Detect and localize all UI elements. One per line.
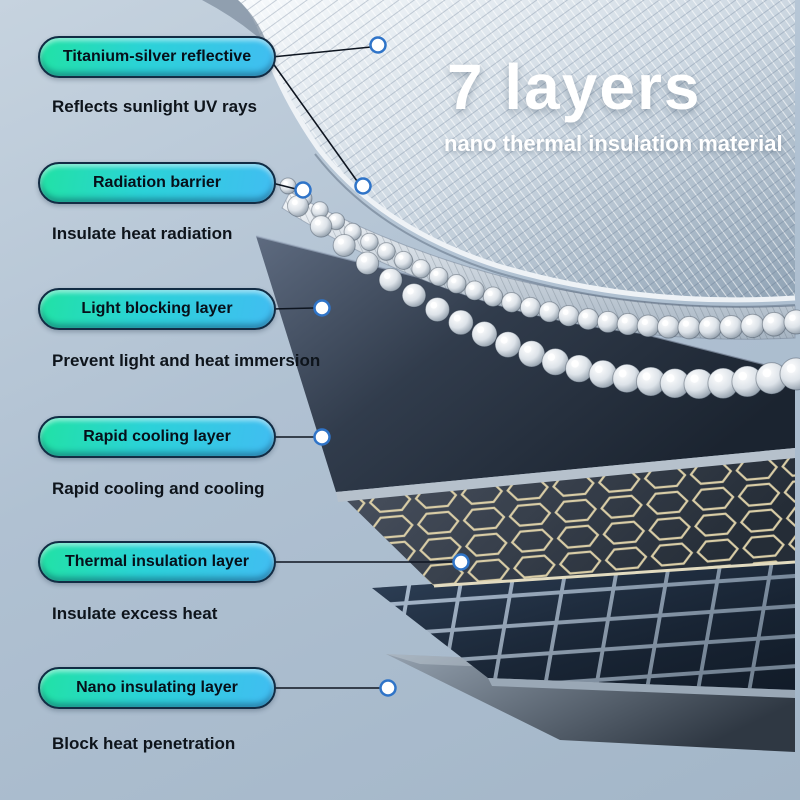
marker-dot bbox=[294, 181, 312, 199]
layer-marker-dots bbox=[294, 36, 470, 697]
marker-dot bbox=[452, 553, 470, 571]
layer-pill-label: Nano insulating layer bbox=[76, 679, 238, 696]
marker-dot bbox=[313, 299, 331, 317]
layer-pill-label: Radiation barrier bbox=[92, 174, 222, 191]
layer-description-thermal-insulation: Insulate excess heat bbox=[52, 604, 218, 623]
layer-pill-label: Light blocking layer bbox=[81, 300, 233, 317]
marker-dot bbox=[369, 36, 387, 54]
callout-connectors bbox=[271, 46, 453, 689]
layer-description-radiation-barrier: Insulate heat radiation bbox=[52, 224, 233, 243]
marker-dot bbox=[354, 177, 372, 195]
layer-pill-label: Titanium-silver reflective bbox=[62, 48, 252, 65]
marker-dot bbox=[379, 679, 397, 697]
layer-pill-rapid-cooling: Rapid cooling layer bbox=[38, 416, 276, 458]
layer-pill-radiation-barrier: Radiation barrier bbox=[38, 162, 276, 204]
layer-description-light-blocking: Prevent light and heat immersion bbox=[52, 351, 321, 370]
layer-description-titanium-silver: Reflects sunlight UV rays bbox=[52, 97, 258, 116]
layer-description-rapid-cooling: Rapid cooling and cooling bbox=[52, 479, 265, 498]
layer-pill-light-blocking: Light blocking layer bbox=[38, 288, 276, 330]
layer-pill-label: Rapid cooling layer bbox=[83, 428, 231, 445]
layer-pill-titanium-silver: Titanium-silver reflective bbox=[38, 36, 276, 78]
main-subtitle: nano thermal insulation material bbox=[444, 131, 783, 156]
layer-pill-nano-insulating: Nano insulating layer bbox=[38, 667, 276, 709]
fabric-layer bbox=[202, 0, 796, 308]
layer-pill-thermal-insulation: Thermal insulation layer bbox=[38, 541, 276, 583]
main-title: 7 layers bbox=[447, 51, 702, 123]
marker-dot bbox=[313, 428, 331, 446]
silver-beads-layer bbox=[279, 177, 800, 400]
layer-pill-label: Thermal insulation layer bbox=[64, 553, 250, 570]
grid-layer bbox=[372, 560, 795, 698]
layer-description-nano-insulating: Block heat penetration bbox=[52, 734, 236, 753]
